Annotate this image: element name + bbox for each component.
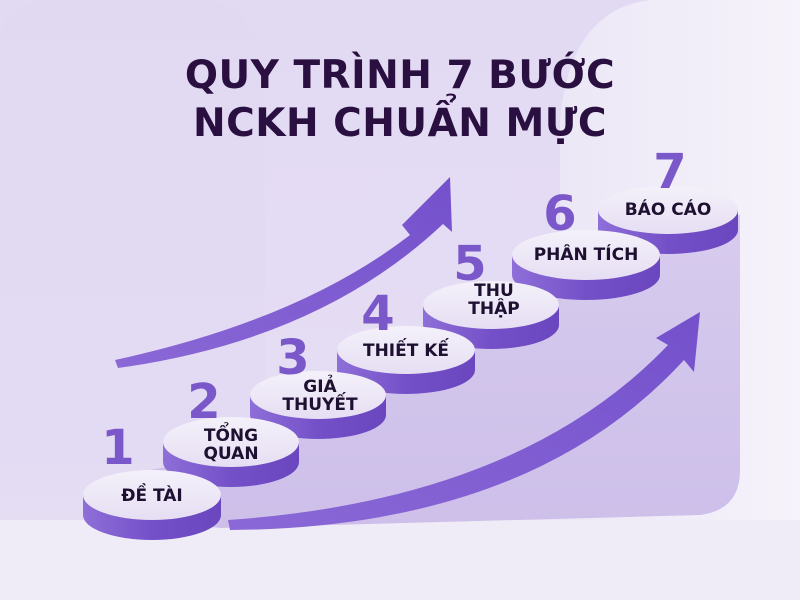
step-5-label-line-1: THU xyxy=(474,281,514,301)
step-5-number: 5 xyxy=(453,236,487,292)
step-2-label-line-1: TỔNG xyxy=(203,426,259,446)
step-3-number: 3 xyxy=(276,330,310,386)
step-3-label-line-2: THUYẾT xyxy=(282,395,358,415)
step-1-number: 1 xyxy=(101,420,135,476)
step-2-platform xyxy=(163,417,299,487)
step-1-platform xyxy=(83,470,221,540)
step-6-platform xyxy=(512,230,660,300)
step-5-label-line-2: THẬP xyxy=(468,299,520,319)
step-6-label: PHÂN TÍCH xyxy=(533,245,639,265)
arrow-up-right-icon xyxy=(228,312,700,530)
title-line-1: QUY TRÌNH 7 BƯỚC xyxy=(184,53,616,98)
step-2-label-line-2: QUAN xyxy=(203,444,259,464)
step-7-label: BÁO CÁO xyxy=(624,200,712,220)
step-4-number: 4 xyxy=(361,286,395,342)
step-5-platform xyxy=(423,281,559,349)
step-1-label: ĐỀ TÀI xyxy=(121,486,183,506)
step-6-number: 6 xyxy=(543,186,577,242)
title-line-2: NCKH CHUẨN MỰC xyxy=(192,101,608,146)
step-4-label: THIẾT KẾ xyxy=(362,341,450,361)
step-7-number: 7 xyxy=(653,144,687,200)
step-3-label-line-1: GIẢ xyxy=(303,377,337,397)
step-2-number: 2 xyxy=(187,374,221,430)
